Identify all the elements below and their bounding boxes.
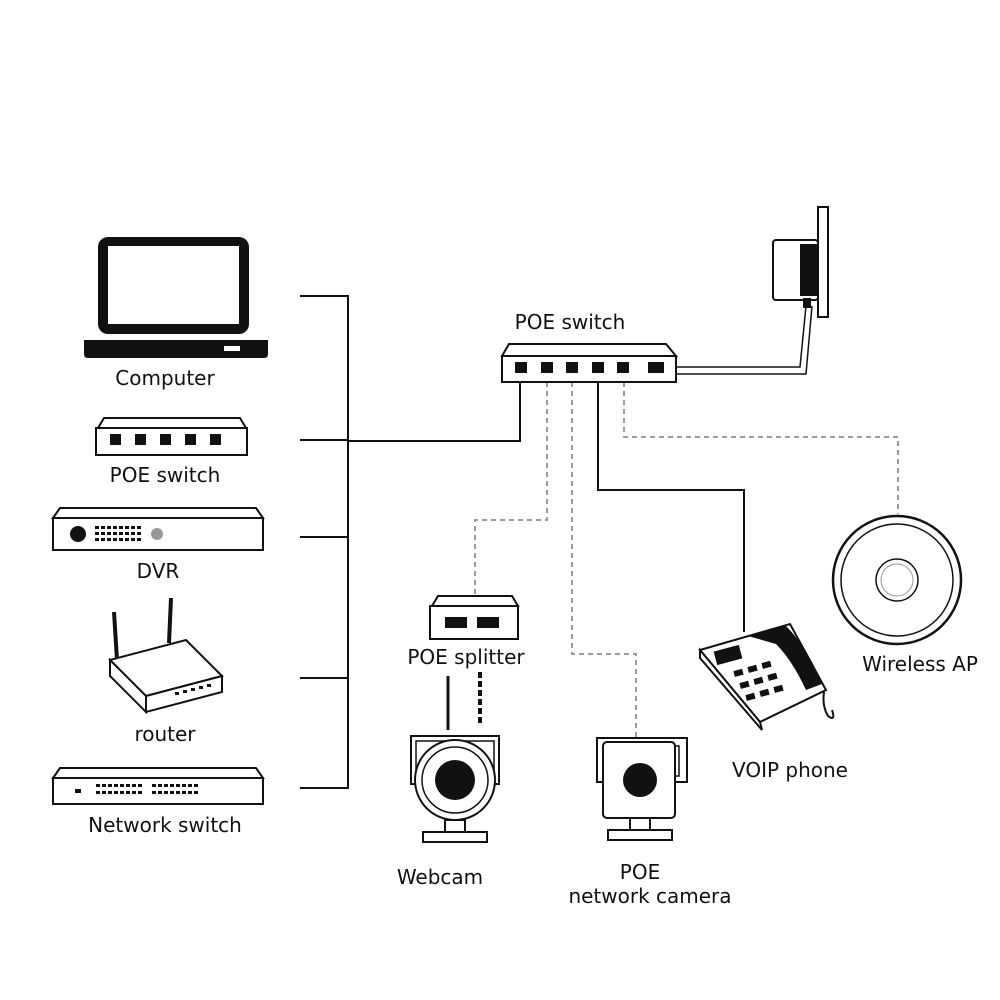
label-poe-switch-center: POE switch xyxy=(514,310,626,334)
label-poe-camera-line2: network camera xyxy=(568,884,732,908)
router-icon xyxy=(108,597,224,715)
poe-dashed-lines xyxy=(474,382,899,738)
laptop-icon xyxy=(84,237,268,358)
poe-switch-icon xyxy=(500,343,679,383)
phone-icon xyxy=(698,622,835,731)
webcam-icon xyxy=(410,735,500,843)
label-webcam: Webcam xyxy=(396,865,484,889)
access-point-icon xyxy=(831,514,963,646)
label-poe-splitter: POE splitter xyxy=(407,645,525,669)
label-wireless-ap: Wireless AP xyxy=(862,652,978,676)
camera-icon xyxy=(596,737,688,841)
label-poe-camera-line1: POE xyxy=(619,860,661,884)
label-poe-switch-left: POE switch xyxy=(109,463,221,487)
label-dvr: DVR xyxy=(136,559,180,583)
network-switch-icon xyxy=(51,767,265,805)
splitter-icon xyxy=(429,595,520,640)
left-bus xyxy=(300,295,521,789)
label-router: router xyxy=(134,722,196,746)
label-computer: Computer xyxy=(115,366,215,390)
dvr-icon xyxy=(51,507,265,551)
phone-link-line xyxy=(597,382,745,632)
label-network-switch: Network switch xyxy=(88,813,242,837)
label-voip-phone: VOIP phone xyxy=(732,758,848,782)
switch-icon xyxy=(95,417,248,456)
power-cord xyxy=(676,305,813,375)
power-adapter-icon xyxy=(772,206,829,318)
